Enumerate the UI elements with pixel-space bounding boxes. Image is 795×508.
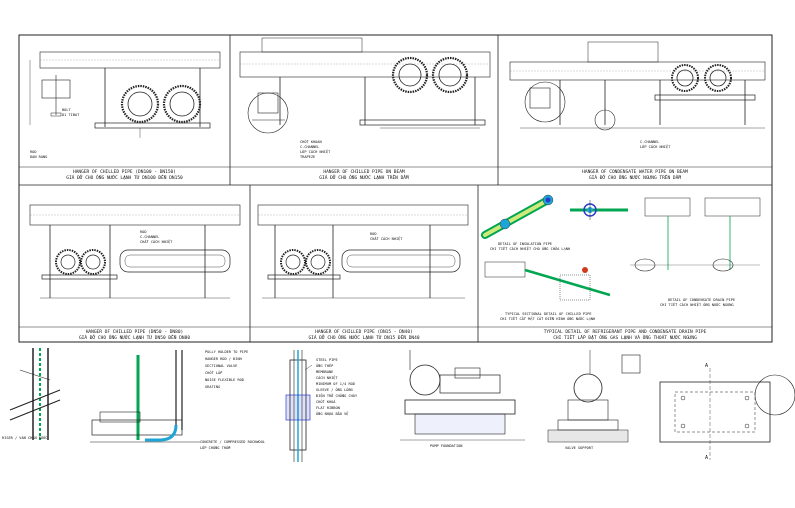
panel-4-title: HANGER OF CHILLED PIPE (DN50 - DN80): [85, 330, 184, 335]
top-frame: [18, 34, 773, 343]
plan-label-a-top: A: [705, 363, 709, 369]
detail-insulation-title: DETAIL OF INSULATION PIPE: [498, 242, 553, 246]
panel-3-title: HANGER OF CONDENSATE WATER PIPE ON BEAM: [582, 170, 688, 175]
wall-label-4: NOISE FLEXIBLE ROD: [205, 378, 244, 382]
wall-label-1: HANGER ROD / ĐINH: [205, 357, 242, 361]
p2-note-3: TRAPEZE: [300, 155, 316, 159]
panel-5-subtitle: GIÁ ĐỠ CHO ỐNG NƯỚC LẠNH TỪ DN15 ĐẾN DN4…: [308, 336, 420, 341]
detail-section-title: TYPICAL SECTIONAL DETAIL OF CHILLED PIPE: [505, 312, 592, 316]
wall-label-0: PULLY HOLDER TO PIPE: [205, 350, 249, 354]
plan-detail: [659, 368, 795, 460]
p2-note-0: CHỐT KHOAN: [300, 140, 322, 144]
sleeve-note-1: LỚP CHỐNG THẤM: [200, 446, 231, 450]
sleeve-label-0: STEEL PIPE: [316, 358, 338, 362]
plan-label-a-bottom: A: [705, 455, 709, 461]
p1-note-3: D1 TIBAT: [62, 113, 80, 117]
sleeve-label-9: ỐNG NHỰA BẢO VỆ: [316, 412, 349, 416]
p1-note-2: BOLT: [62, 108, 71, 112]
sleeve-label-7: CHỐT KHOÁ: [316, 400, 336, 404]
panel-2-drawing: [239, 37, 491, 134]
p1-note-0: ROD: [30, 150, 37, 154]
wall-label-3: CHỐT LẮP: [205, 371, 223, 375]
riser-detail: [9, 348, 61, 440]
panel-2-title: HANGER OF CHILLED PIPE ON BEAM: [323, 170, 405, 175]
p3-note-0: C-CHANNEL: [640, 140, 660, 144]
wall-sleeve-detail: [285, 350, 313, 462]
panel-1-subtitle: GIÁ ĐỠ CHO ỐNG NƯỚC LẠNH TỪ DN100 ĐẾN DN…: [66, 176, 183, 181]
sleeve-label-1: ỐNG THÉP: [316, 364, 334, 368]
sleeve-label-5: SLEEVE / ỐNG LỒNG: [316, 388, 353, 392]
p2-note-1: C-CHANNEL: [300, 145, 320, 149]
p4-note-1: C-CHANNEL: [140, 235, 160, 239]
panel-4-drawing: [29, 204, 241, 299]
p5-note-1: CHẤT CÁCH NHIỆT: [370, 237, 403, 241]
valve-pipe-detail: [90, 350, 200, 443]
p4-note-0: ROD: [140, 230, 147, 234]
riser-label: RISER / VAN CHẶN NƯỚC: [2, 436, 48, 440]
pump-label: PUMP FOUNDATION: [430, 444, 463, 448]
sleeve-note-0: CONCRETE / COMPRESSED ROCKWOOL: [200, 440, 265, 444]
p4-note-2: CHẤT CÁCH NHIỆT: [140, 240, 173, 244]
sleeve-label-8: FLAT RIBBON: [316, 406, 340, 410]
detail-drain-title: DETAIL OF CONDENSATE DRAIN PIPE: [668, 298, 736, 302]
pump-detail: [400, 350, 525, 441]
panel-1-drawing: [29, 51, 221, 138]
panel-6-subtitle: CHI TIẾT LẮP ĐẶT ỐNG GAS LẠNH VÀ ỐNG THO…: [553, 336, 697, 341]
p2-note-2: LỚP CÁCH NHIỆT: [300, 150, 331, 154]
detail-section-subtitle: CHI TIẾT CẮT MẶT CẮT ĐIỂN HÌNH ỐNG NƯỚC …: [500, 317, 596, 321]
wall-label-2: SECTIONAL VALVE: [205, 364, 238, 368]
panel-5-title: HANGER OF CHILLED PIPE (DN15 - DN40): [315, 330, 413, 335]
sleeve-label-4: MINIMUM OF 1/4 ROD: [316, 382, 355, 386]
p5-note-0: ROD: [370, 232, 377, 236]
sleeve-label-6: ĐIỆN TRỞ CHỐNG CHÁY: [316, 394, 358, 398]
wall-label-5: GRATING: [205, 385, 221, 389]
detail-insulation-subtitle: CHI TIẾT CÁCH NHIỆT CHO ỐNG CHỮA LẠNH: [490, 247, 571, 251]
p3-note-1: LỚP CÁCH NHIỆT: [640, 145, 671, 149]
panel-3-subtitle: GIÁ ĐỠ CHO ỐNG NƯỚC NGƯNG TRÊN DẦM: [588, 176, 682, 181]
panel-1-title: HANGER OF CHILLED PIPE (DN100 - DN150): [73, 170, 176, 175]
detail-drain-subtitle: CHI TIẾT CÁCH NHIỆT ỐNG NƯỚC NGƯNG: [660, 303, 734, 307]
sleeve-label-2: MEMBRANE: [316, 370, 334, 374]
valve-support-label: VALVE SUPPORT: [565, 446, 594, 450]
panel-6-title: TYPICAL DETAIL OF REFRIGERANT PIPE AND C…: [543, 330, 707, 335]
panel-5-drawing: [257, 204, 469, 299]
panel-2-subtitle: GIÁ ĐỠ CHO ỐNG NƯỚC LẠNH TRÊN DẦM: [319, 176, 409, 181]
sleeve-label-3: CÁCH NHIỆT: [316, 376, 338, 380]
panel-6-drawing: [481, 194, 761, 301]
p1-note-1: DAN RANG: [30, 155, 48, 159]
panel-4-subtitle: GIÁ ĐỠ CHO ỐNG NƯỚC LẠNH TỪ DN50 ĐẾN DN8…: [78, 336, 191, 341]
panel-3-drawing: [509, 41, 766, 131]
valve-support-detail: [547, 350, 641, 443]
